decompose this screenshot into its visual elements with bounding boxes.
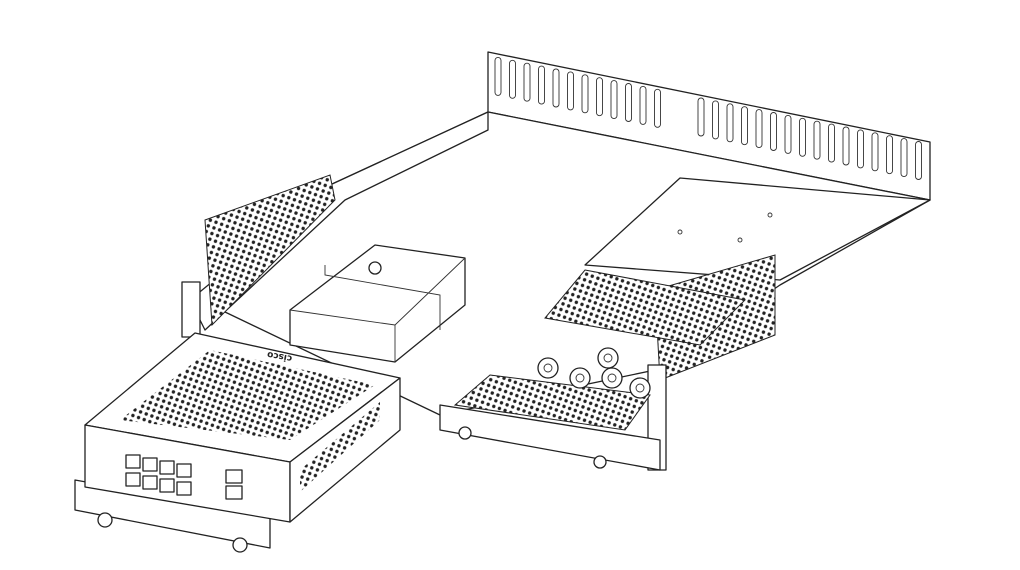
vent-slot [857, 129, 864, 169]
vent-slot [915, 141, 922, 180]
vent-slot [726, 103, 734, 143]
vent-slot [581, 74, 589, 114]
vent-slot [509, 59, 516, 99]
standoff-hole [543, 363, 553, 373]
ethernet-port [125, 472, 141, 487]
vent-slot [813, 120, 821, 160]
left-rack-ear [181, 281, 201, 338]
vent-slot [871, 132, 879, 172]
vent-slot [828, 123, 835, 163]
standoff [537, 357, 559, 379]
power-supply-block [289, 244, 466, 363]
vent-slot [610, 80, 618, 120]
standoff [629, 377, 651, 399]
vent-slot [784, 114, 792, 154]
vent-slot [697, 97, 705, 137]
router-device: cisco [74, 332, 607, 553]
vent-slot [741, 106, 748, 146]
standoff-hole [575, 373, 585, 383]
vent-slot [755, 109, 763, 149]
vent-slot [770, 112, 777, 151]
vent-slot [494, 56, 502, 96]
ethernet-ports [125, 454, 243, 500]
ethernet-port [159, 478, 175, 493]
ethernet-port [125, 454, 141, 469]
captive-screw-icon [232, 537, 248, 553]
vent-slot [654, 88, 661, 128]
rear-slotted-wall [487, 51, 931, 201]
uplink-port [225, 485, 243, 500]
ethernet-port [142, 457, 158, 472]
captive-screw-icon [593, 455, 607, 469]
left-perforated-wall [181, 111, 489, 338]
standoff [601, 367, 623, 389]
captive-screw-icon [97, 512, 113, 528]
vent-slot [639, 85, 647, 125]
top-vent [120, 350, 375, 440]
vent-slot [842, 126, 850, 166]
standoff [569, 367, 591, 389]
standoff-hole [635, 383, 645, 393]
standoff [597, 347, 619, 369]
ethernet-port [176, 463, 192, 478]
vent-slot [538, 65, 545, 105]
standoff-hole [607, 373, 617, 383]
uplink-port [225, 469, 243, 484]
vent-slot [625, 83, 632, 122]
ethernet-port [176, 481, 192, 496]
captive-screw-icon [458, 426, 472, 440]
vent-slot [596, 77, 603, 117]
ethernet-port [159, 460, 175, 475]
standoff-hole [603, 353, 613, 363]
vent-slot [712, 100, 719, 140]
vent-slot [900, 138, 908, 178]
cisco-logo: cisco [266, 349, 293, 363]
ethernet-port [142, 475, 158, 490]
vent-slot [523, 62, 531, 102]
thumbscrew-icon [368, 261, 382, 275]
vent-slot [552, 68, 560, 108]
vent-slot [567, 71, 574, 111]
vent-slot [886, 135, 893, 175]
vent-slot [799, 117, 806, 157]
standoffs [537, 347, 651, 399]
floor-vent-area [439, 269, 747, 471]
right-mounting-plate [584, 177, 931, 281]
